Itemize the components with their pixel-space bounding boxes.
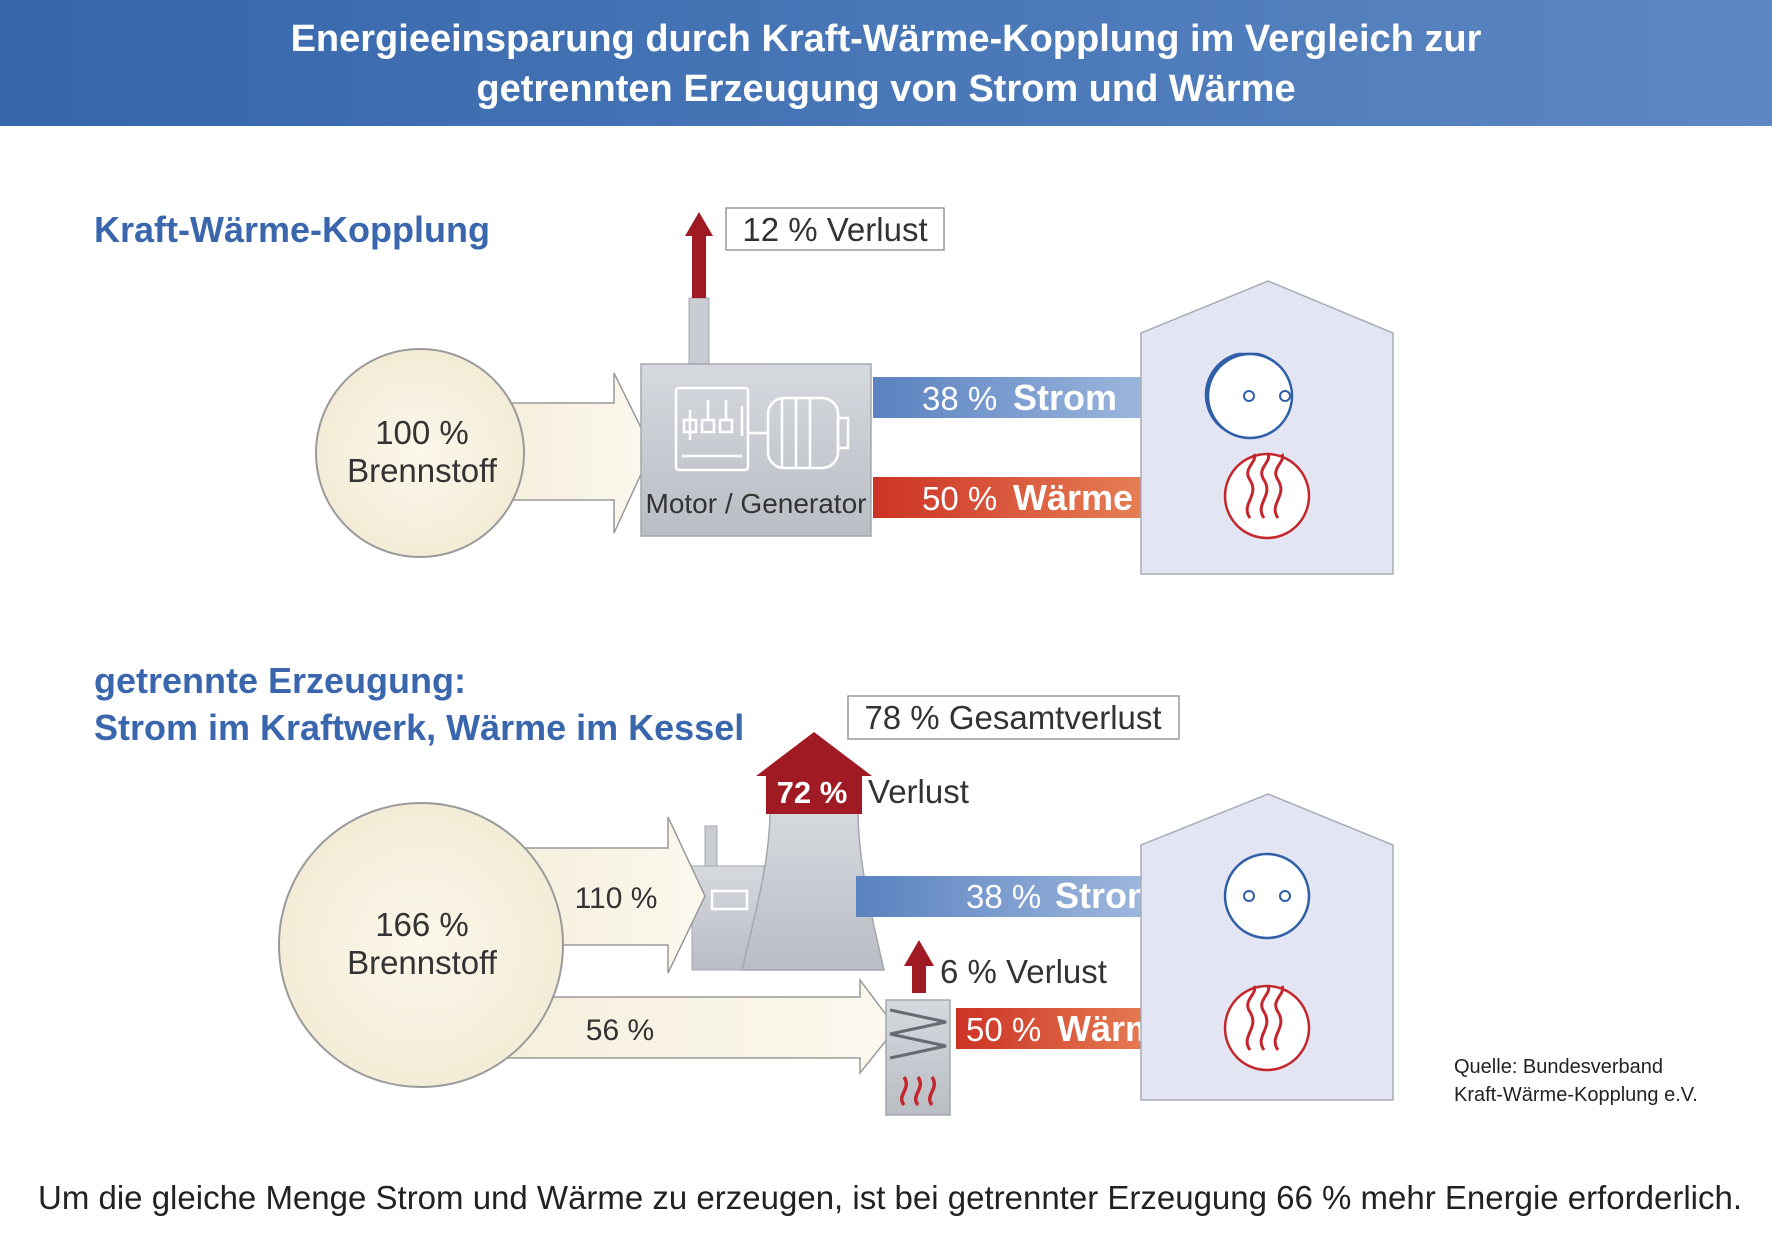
chp-motor-generator-label: Motor / Generator bbox=[646, 488, 867, 519]
heat-icon bbox=[1223, 452, 1311, 540]
generator-icon bbox=[748, 396, 850, 470]
chp-fuel-circle bbox=[315, 348, 525, 558]
separate-boiler-fuel-arrow bbox=[499, 977, 897, 1076]
separate-waerme-percent: 50 % bbox=[966, 1011, 1041, 1048]
chp-loss-label: 12 % Verlust bbox=[742, 211, 927, 248]
separate-section-title-line-2: Strom im Kraftwerk, Wärme im Kessel bbox=[94, 707, 745, 748]
chp-strom-label: Strom bbox=[1013, 377, 1117, 418]
boiler-coil-icon bbox=[889, 1008, 947, 1060]
header-title-line-1: Energieeinsparung durch Kraft-Wärme-Kopp… bbox=[290, 18, 1482, 60]
heat-icon bbox=[1223, 984, 1311, 1072]
chp-section-title: Kraft-Wärme-Kopplung bbox=[94, 209, 490, 250]
separate-strom-arrow bbox=[856, 865, 1195, 927]
chp-waerme-arrow bbox=[873, 462, 1195, 532]
separate-total-loss-label: 78 % Gesamtverlust bbox=[864, 699, 1161, 736]
separate-waerme-arrow bbox=[956, 993, 1195, 1063]
plant-loss-arrow bbox=[756, 732, 872, 814]
energy-flow-diagram: 100 % Brennstoff 12 % Verlust Motor / Ge… bbox=[278, 207, 1698, 1116]
source-line-2: Kraft-Wärme-Kopplung e.V. bbox=[1454, 1084, 1698, 1106]
separate-house bbox=[1140, 793, 1394, 1101]
chp-strom-percent: 38 % bbox=[922, 380, 997, 417]
flame-icon bbox=[900, 1076, 936, 1107]
header-title-line-2: getrennten Erzeugung von Strom und Wärme bbox=[476, 68, 1296, 110]
chp-fuel-label: Brennstoff bbox=[347, 452, 498, 489]
plant-chimney bbox=[704, 825, 718, 871]
separate-boiler-input: 56 % bbox=[586, 1014, 654, 1047]
separate-plant-input: 110 % bbox=[575, 882, 658, 915]
source-line-1: Quelle: Bundesverband bbox=[1454, 1056, 1663, 1078]
chp-waerme-percent: 50 % bbox=[922, 480, 997, 517]
chp-loss-arrow bbox=[685, 212, 713, 298]
separate-fuel-percent: 166 % bbox=[375, 906, 469, 943]
footer-note: Um die gleiche Menge Strom und Wärme zu … bbox=[38, 1179, 1743, 1216]
plant-loss-label: Verlust bbox=[868, 773, 969, 810]
power-socket-icon bbox=[1204, 352, 1294, 440]
plant-window bbox=[710, 889, 749, 911]
chp-chimney bbox=[688, 297, 710, 367]
header-banner: Energieeinsparung durch Kraft-Wärme-Kopp… bbox=[0, 0, 1772, 126]
separate-strom-percent: 38 % bbox=[966, 878, 1041, 915]
boiler-loss-label: 6 % Verlust bbox=[940, 953, 1107, 990]
boiler-loss-arrow bbox=[904, 940, 934, 993]
chp-fuel-percent: 100 % bbox=[375, 414, 469, 451]
chp-waerme-label: Wärme bbox=[1013, 477, 1133, 518]
separate-section-title-line-1: getrennte Erzeugung: bbox=[94, 660, 467, 701]
plant-loss-percent: 72 % bbox=[777, 775, 848, 810]
power-socket-icon bbox=[1223, 852, 1311, 940]
cooling-tower bbox=[741, 809, 885, 971]
chp-strom-arrow bbox=[873, 366, 1195, 428]
separate-fuel-label: Brennstoff bbox=[347, 944, 498, 981]
chp-loss-box bbox=[725, 207, 945, 251]
engine-icon bbox=[674, 386, 750, 472]
separate-total-loss-box bbox=[847, 695, 1180, 740]
chp-fuel-arrow bbox=[507, 372, 653, 534]
separate-fuel-circle bbox=[278, 802, 564, 1088]
chp-motor-generator-box bbox=[640, 363, 872, 537]
